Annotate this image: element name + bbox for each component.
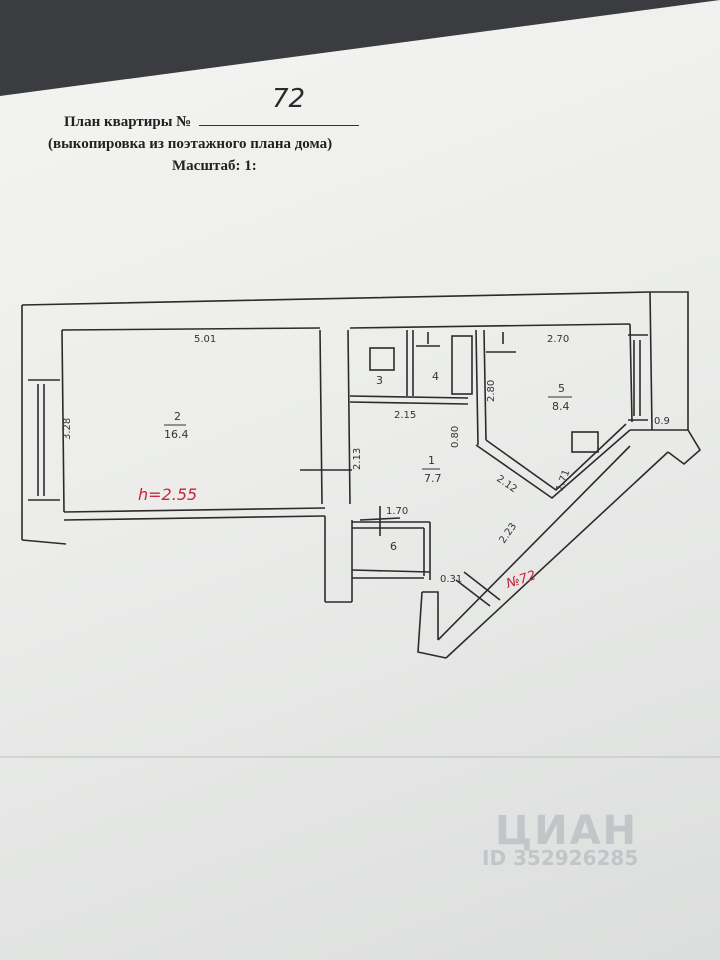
watermark-logo: ЦИАН: [495, 808, 639, 854]
scale-label: Масштаб: 1:: [172, 158, 257, 174]
apartment-number: 72: [272, 84, 306, 114]
room-6-number: 6: [390, 540, 397, 553]
dim-2-13: 2.13: [352, 448, 363, 470]
room-3-number: 3: [376, 374, 383, 387]
dim-2-23: 2.23: [497, 521, 519, 546]
plan-title: План квартиры №: [64, 114, 360, 131]
dim-2-70: 2.70: [547, 334, 569, 345]
plan-subtitle: (выкопировка из поэтажного плана дома): [48, 136, 333, 152]
room-2-number: 2: [174, 410, 181, 423]
room-5-area: 8.4: [552, 400, 570, 413]
room-2-area: 16.4: [164, 428, 189, 441]
dim-0-31: 0.31: [440, 574, 462, 585]
paper-fold: [0, 756, 720, 758]
dim-0-9: 0.9: [654, 416, 670, 427]
dim-1-71: 1.71: [554, 468, 572, 493]
watermark-id: ID 352926285: [482, 846, 639, 870]
dim-2-80: 2.80: [486, 380, 497, 402]
ceiling-height: h=2.55: [138, 485, 197, 504]
room-1-number: 1: [428, 454, 435, 467]
dim-3-28: 3.28: [62, 418, 73, 440]
room-1-area: 7.7: [424, 472, 442, 485]
dim-0-80: 0.80: [450, 426, 461, 448]
dim-2-12: 2.12: [494, 473, 519, 495]
dim-2-15: 2.15: [394, 410, 416, 421]
dim-1-70: 1.70: [386, 506, 408, 517]
room-5-number: 5: [558, 382, 565, 395]
room-4-number: 4: [432, 370, 439, 383]
dim-5-01: 5.01: [194, 334, 216, 345]
